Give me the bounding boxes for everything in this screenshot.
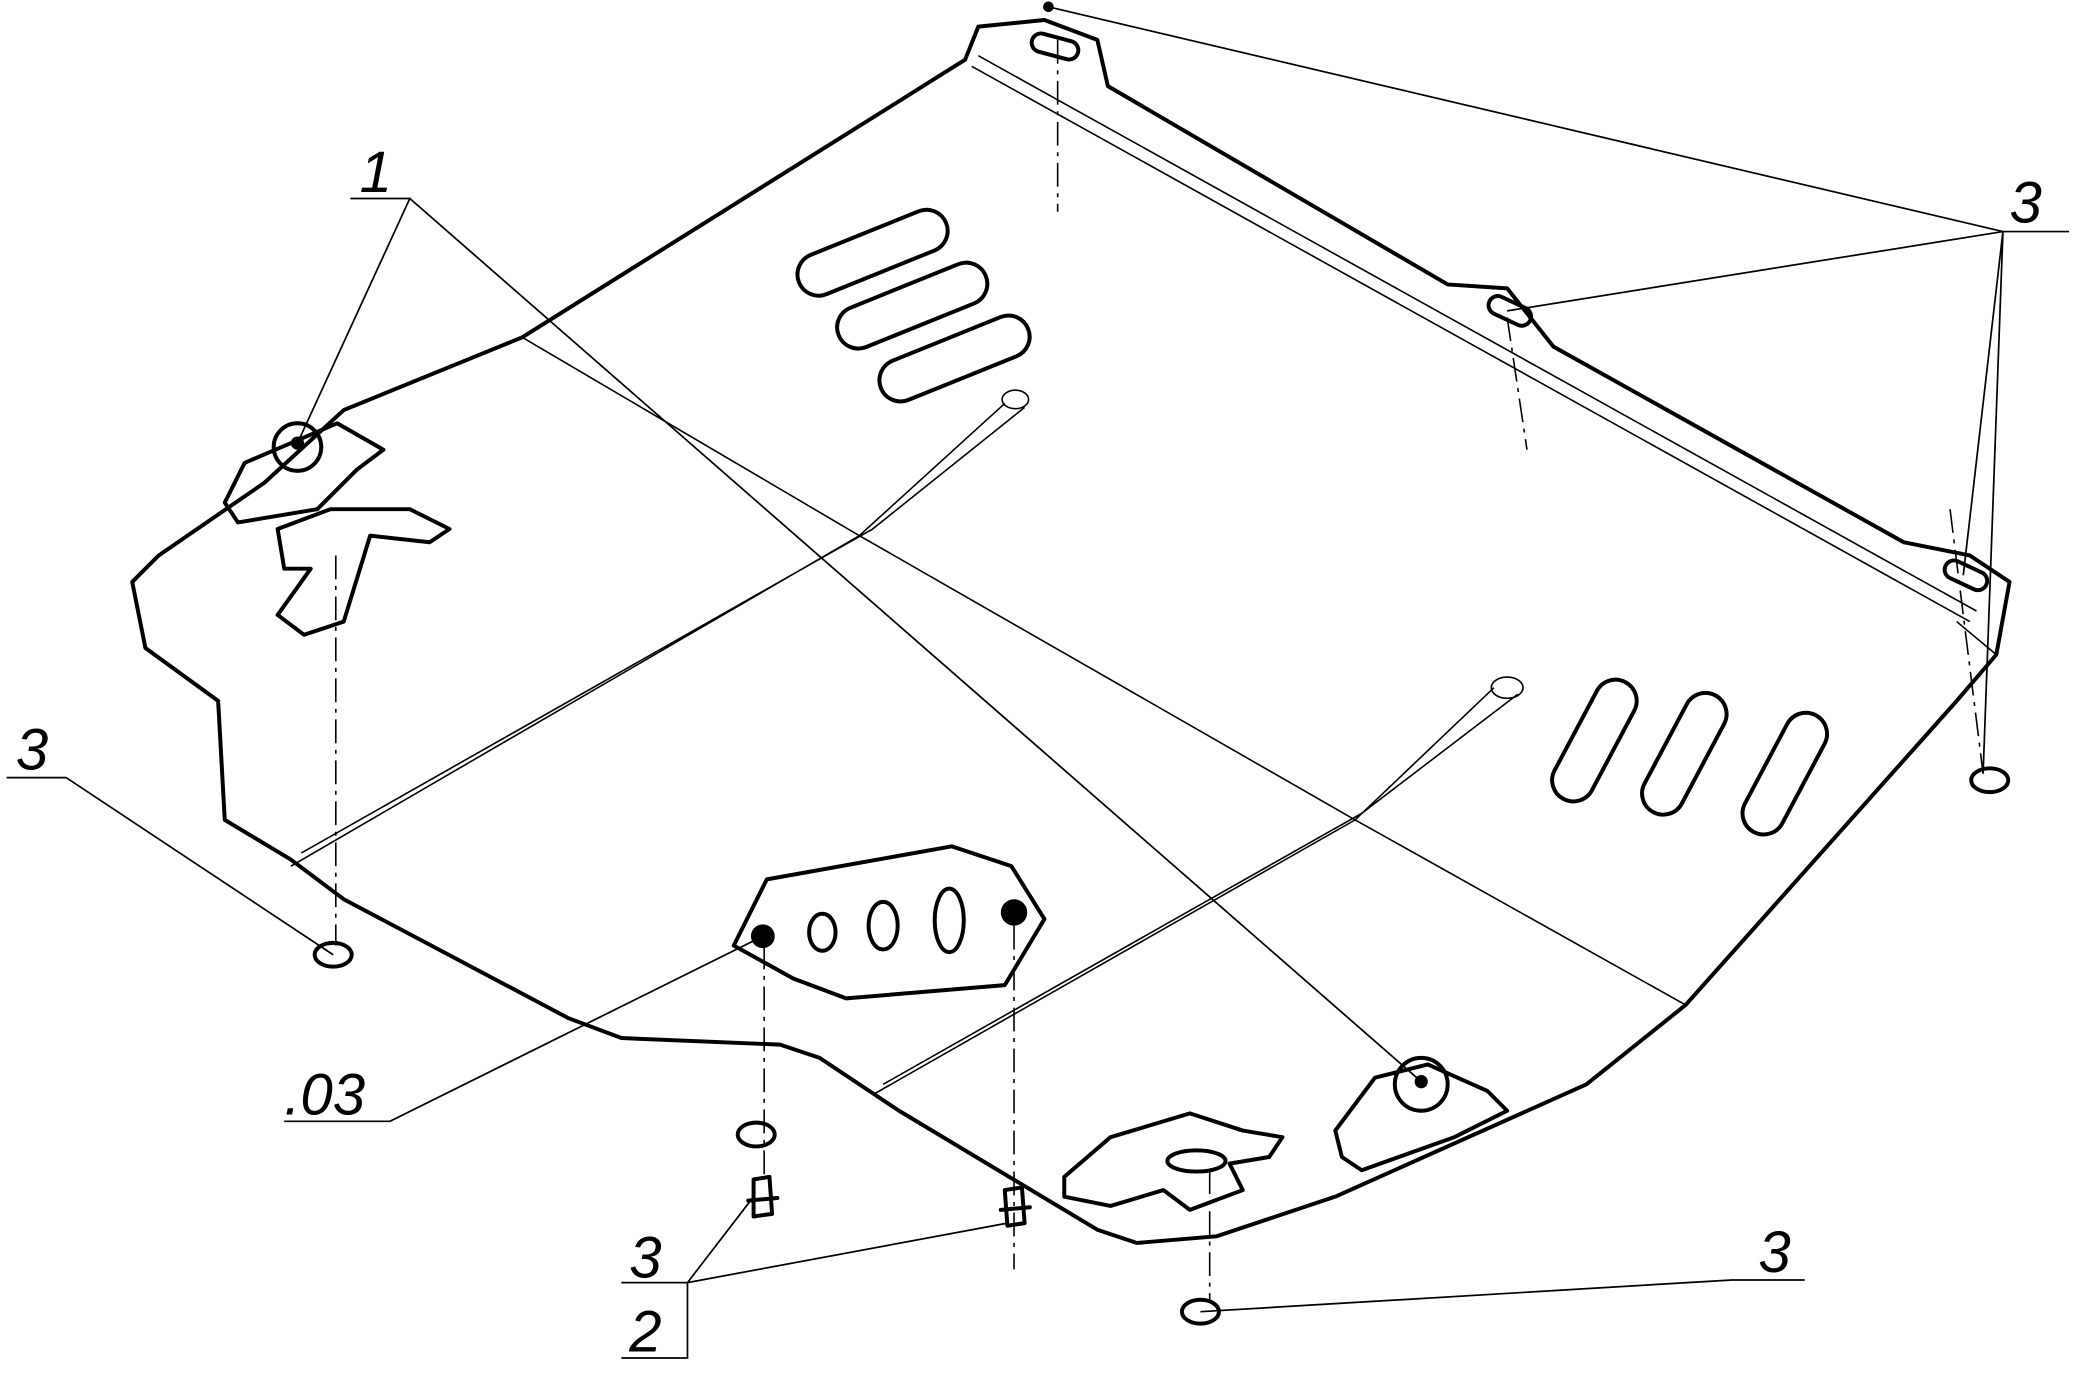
vent-slots-right — [1550, 677, 1830, 837]
center-line — [335, 39, 1984, 1303]
bracket-bottom — [1062, 1062, 1510, 1212]
stiffening-rib-left — [290, 402, 1026, 867]
rib-end — [1001, 389, 1030, 410]
vent-slots-upper — [795, 207, 1032, 404]
plate-outline — [130, 18, 2012, 1245]
callout-fastener-bottom-stack: 3 — [629, 1225, 661, 1290]
bracket-nut — [271, 421, 324, 473]
part-03-slots — [807, 886, 966, 955]
callout-fastener-top-right: 3 — [2010, 170, 2042, 235]
callout-fastener-bottom-right: 3 — [1758, 1220, 1790, 1285]
callout-part-2: 2 — [628, 1299, 661, 1364]
bracket-left — [222, 421, 452, 637]
callout-part-1: 1 — [360, 140, 392, 205]
flange-bend — [971, 55, 1997, 656]
callout-part-03: .03 — [284, 1063, 365, 1128]
bolt — [746, 1174, 1032, 1228]
bracket-nut — [1392, 1055, 1450, 1113]
rib-end — [1490, 676, 1524, 700]
mount-slot — [1486, 294, 1534, 328]
part-03-plate — [731, 844, 1047, 1001]
leader-lines — [6, 5, 2070, 1359]
stiffening-rib-right — [872, 687, 1519, 1096]
bracket-slot — [1165, 1148, 1228, 1174]
mount-slot — [1942, 558, 1990, 593]
nut — [1000, 899, 1028, 926]
callout-fastener-left: 3 — [16, 718, 48, 783]
washer — [312, 766, 2011, 1326]
bend-line — [521, 336, 1687, 1006]
mount-slot — [1029, 31, 1081, 62]
